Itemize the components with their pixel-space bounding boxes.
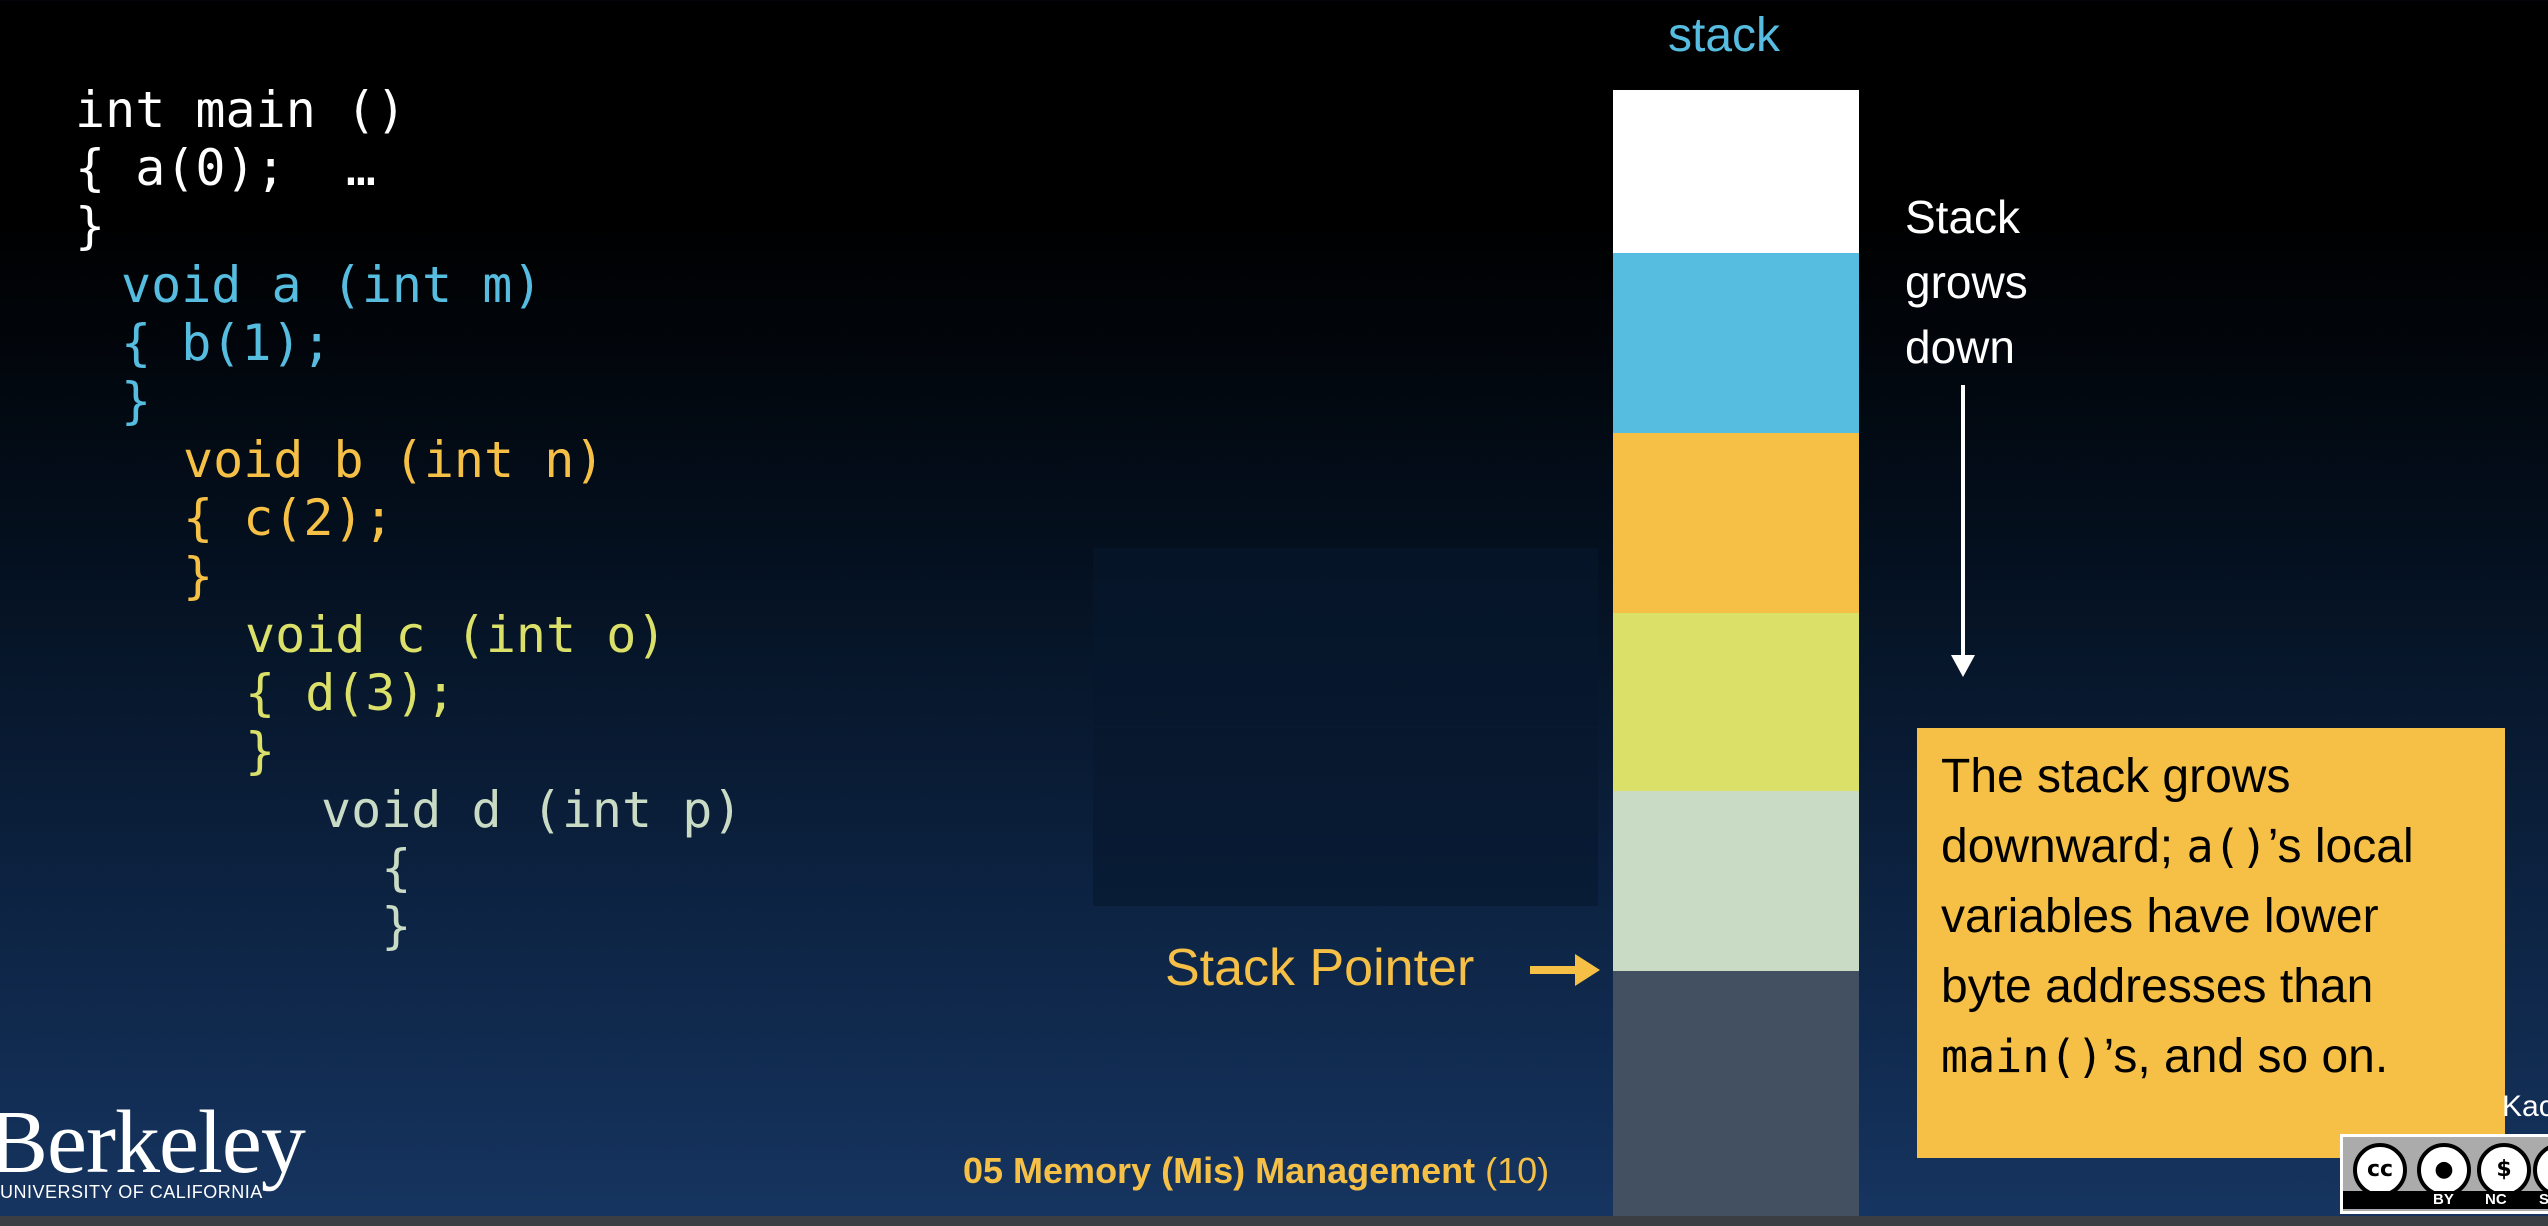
code-line: } — [75, 197, 106, 255]
stack-frame-d — [1613, 791, 1859, 971]
background-shape — [1093, 548, 1598, 726]
code-line-text: { — [381, 839, 412, 897]
down-arrow-head-icon — [1951, 655, 1975, 677]
by-icon: ● — [2417, 1143, 2471, 1197]
callout-text: The stack grows downward; — [1941, 750, 2291, 873]
code-func-c: void c (int o) { d(3); } — [245, 606, 666, 780]
license-label: BY — [2433, 1191, 2454, 1208]
grows-line: down — [1905, 321, 2015, 373]
callout-code: main() — [1941, 1030, 2104, 1083]
callout-text: ’s, and so on. — [2103, 1030, 2389, 1083]
right-arrow-icon — [1530, 966, 1580, 974]
code-line: } — [245, 722, 276, 780]
stack-free-space — [1613, 971, 1859, 1216]
stack-pointer-label: Stack Pointer — [1165, 939, 1475, 997]
code-func-b: void b (int n) { c(2); } — [183, 431, 604, 605]
code-line: } — [321, 897, 411, 955]
stack-frame-c — [1613, 613, 1859, 791]
code-line: void c (int o) — [245, 606, 667, 664]
page-number: (10) — [1485, 1150, 1550, 1191]
nc-icon: $ — [2477, 1143, 2531, 1197]
code-line: void a (int m) — [121, 256, 543, 314]
down-arrow-icon — [1961, 385, 1965, 660]
right-arrow-head-icon — [1575, 954, 1600, 986]
grows-line: Stack — [1905, 191, 2021, 243]
background-shape — [1093, 728, 1598, 906]
code-func-d: void d (int p) { } — [321, 781, 742, 955]
logo-subtitle: UNIVERSITY OF CALIFORNIA — [0, 1182, 263, 1202]
stack-title: stack — [1667, 9, 1781, 62]
cc-icon: cc — [2353, 1143, 2407, 1197]
license-label: SA — [2539, 1191, 2548, 1208]
code-line: void d (int p) — [321, 781, 743, 839]
code-line: void b (int n) — [183, 431, 605, 489]
code-line: } — [121, 372, 152, 430]
code-line: { c(2); — [183, 489, 394, 547]
stack-frame-main — [1613, 90, 1859, 253]
code-line: int main () — [75, 81, 407, 139]
code-line: { a(0); … — [75, 139, 377, 197]
cc-license-badge: cc ● $ ↻ BY NC SA — [2340, 1134, 2548, 1214]
code-main: int main () { a(0); … } — [75, 81, 406, 255]
explanation-callout: The stack grows downward; a()’s local va… — [1917, 728, 2505, 1158]
code-line: } — [183, 547, 214, 605]
code-line-text: } — [381, 897, 412, 955]
stack-frame-b — [1613, 433, 1859, 613]
berkeley-logo: Berkeley — [0, 1093, 306, 1192]
callout-code: a() — [2186, 820, 2268, 873]
bottom-strip — [0, 1216, 2548, 1226]
code-line: { — [321, 839, 411, 897]
slide-footer: 05 Memory (Mis) Management (10) — [963, 1150, 1549, 1192]
stack-grows-label: Stack grows down — [1905, 185, 2028, 380]
code-line: { b(1); — [121, 314, 332, 372]
author-text: Kac — [2502, 1090, 2548, 1123]
cc-caption-bar: BY NC SA — [2343, 1191, 2548, 1209]
stack-frame-a — [1613, 253, 1859, 433]
license-label: NC — [2485, 1191, 2507, 1208]
sa-icon: ↻ — [2533, 1143, 2548, 1197]
callout-text: ’s local variables have lower byte addre… — [1941, 820, 2414, 1013]
grows-line: grows — [1905, 256, 2028, 308]
footer-title: 05 Memory (Mis) Management — [963, 1150, 1476, 1191]
code-line: { d(3); — [245, 664, 456, 722]
code-func-a: void a (int m) { b(1); } — [121, 256, 542, 430]
